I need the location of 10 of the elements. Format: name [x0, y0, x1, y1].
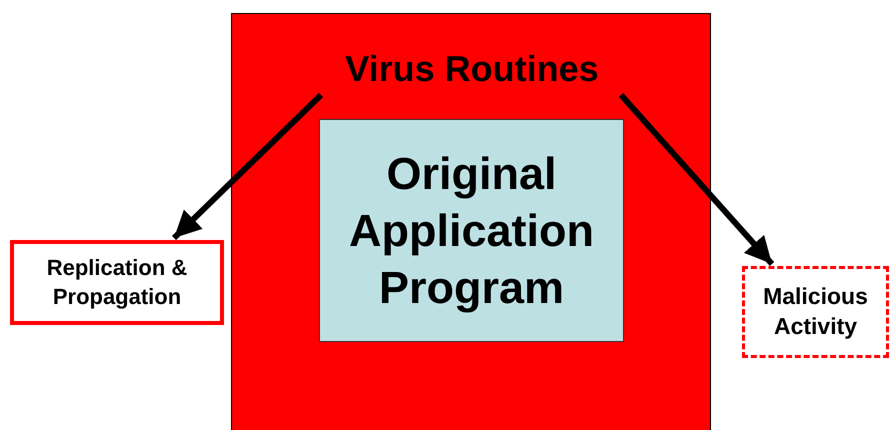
activity-label: Malicious Activity	[762, 282, 869, 341]
program-label: Original Application Program	[348, 147, 595, 315]
arrow	[172, 92, 324, 240]
heading: Virus Routines	[316, 42, 628, 96]
activity-label: Replication & Propagation	[46, 254, 188, 311]
program-box	[319, 119, 624, 342]
virus-box	[231, 13, 711, 430]
activity-box	[742, 266, 889, 358]
arrow	[618, 93, 774, 266]
activity-box	[10, 240, 224, 325]
